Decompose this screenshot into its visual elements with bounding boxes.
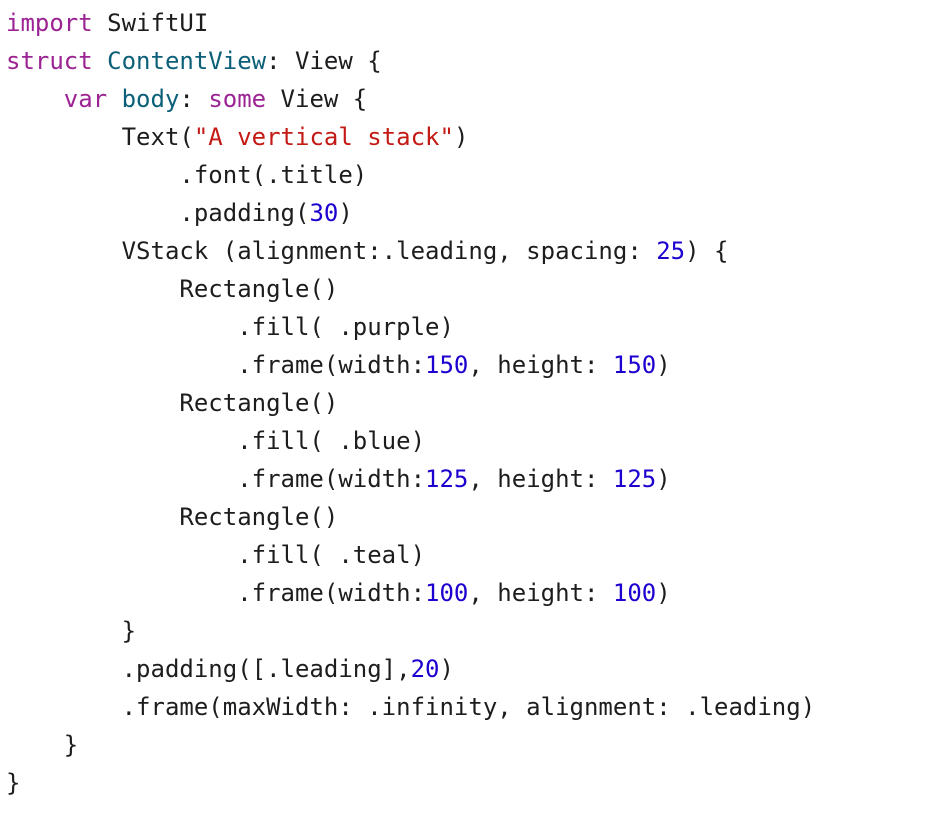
code-token-keyword: import [6,9,93,37]
code-token-plain: ) [656,579,671,607]
code-token-plain: , height: [468,351,613,379]
code-token-plain: .fill( .teal) [6,541,426,569]
code-line: } [6,612,815,650]
code-token-plain: : View { [266,47,382,75]
code-line: Rectangle() [6,384,815,422]
code-line: struct ContentView: View { [6,42,815,80]
code-line: } [6,726,815,764]
code-token-plain: .font(.title) [6,161,368,189]
code-token-plain: ) [439,655,454,683]
code-token-plain: ) [338,199,353,227]
code-line: .fill( .teal) [6,536,815,574]
code-token-plain: Rectangle() [6,503,339,531]
code-token-plain: VStack (alignment:.leading, spacing: [6,237,657,265]
code-token-plain: .padding( [6,199,310,227]
code-line: Rectangle() [6,270,815,308]
code-line: } [6,764,815,802]
code-token-string: "A vertical stack" [193,123,454,151]
code-line: Rectangle() [6,498,815,536]
code-token-number: 100 [612,579,657,607]
code-token-number: 20 [410,655,440,683]
code-token-number: 150 [612,351,657,379]
code-token-plain: , height: [468,579,613,607]
code-token-plain: ) [656,351,671,379]
code-token-plain [93,47,107,75]
code-line: Text("A vertical stack") [6,118,815,156]
code-token-type: body [121,85,180,113]
code-token-number: 125 [425,465,469,493]
code-token-plain: .frame(width: [6,351,426,379]
code-line: .frame(width:100, height: 100) [6,574,815,612]
code-token-keyword: some [208,85,267,113]
code-line: .padding(30) [6,194,815,232]
code-token-number: 125 [612,465,657,493]
code-token-plain: , height: [468,465,613,493]
code-line: .frame(width:150, height: 150) [6,346,815,384]
code-token-keyword: struct [6,47,93,75]
code-token-plain: .frame(width: [6,465,426,493]
code-token-plain: Rectangle() [6,275,339,303]
code-line: var body: some View { [6,80,815,118]
code-token-plain: SwiftUI [92,9,209,37]
code-token-plain: .fill( .purple) [6,313,454,341]
code-line: .font(.title) [6,156,815,194]
code-token-plain: : [179,85,209,113]
code-token-number: 150 [425,351,469,379]
code-token-plain [6,85,64,113]
code-token-keyword: var [63,85,108,113]
code-token-plain: .fill( .blue) [6,427,426,455]
code-token-plain: ) [453,123,469,151]
code-token-plain: ) [656,465,671,493]
code-token-number: 25 [656,237,686,265]
code-token-number: 30 [309,199,339,227]
code-token-plain: } [6,769,21,797]
code-token-plain: .padding([.leading], [6,655,411,683]
code-token-plain: } [6,617,137,645]
code-token-plain: .frame(maxWidth: .infinity, alignment: .… [6,693,816,721]
code-token-plain: View { [266,85,368,113]
code-line: .fill( .purple) [6,308,815,346]
code-line: VStack (alignment:.leading, spacing: 25)… [6,232,815,270]
code-token-plain: ) { [685,237,729,265]
code-token-plain: } [6,731,79,759]
code-line: import SwiftUI [6,4,815,42]
code-token-plain: Text( [6,123,194,151]
code-token-plain: Rectangle() [6,389,339,417]
code-line: .frame(width:125, height: 125) [6,460,815,498]
code-line: .padding([.leading],20) [6,650,815,688]
code-token-plain [107,85,121,113]
code-line: .frame(maxWidth: .infinity, alignment: .… [6,688,816,726]
code-token-plain: .frame(width: [6,579,426,607]
code-token-type: ContentView [107,47,267,75]
code-line: .fill( .blue) [6,422,815,460]
code-token-number: 100 [425,579,469,607]
